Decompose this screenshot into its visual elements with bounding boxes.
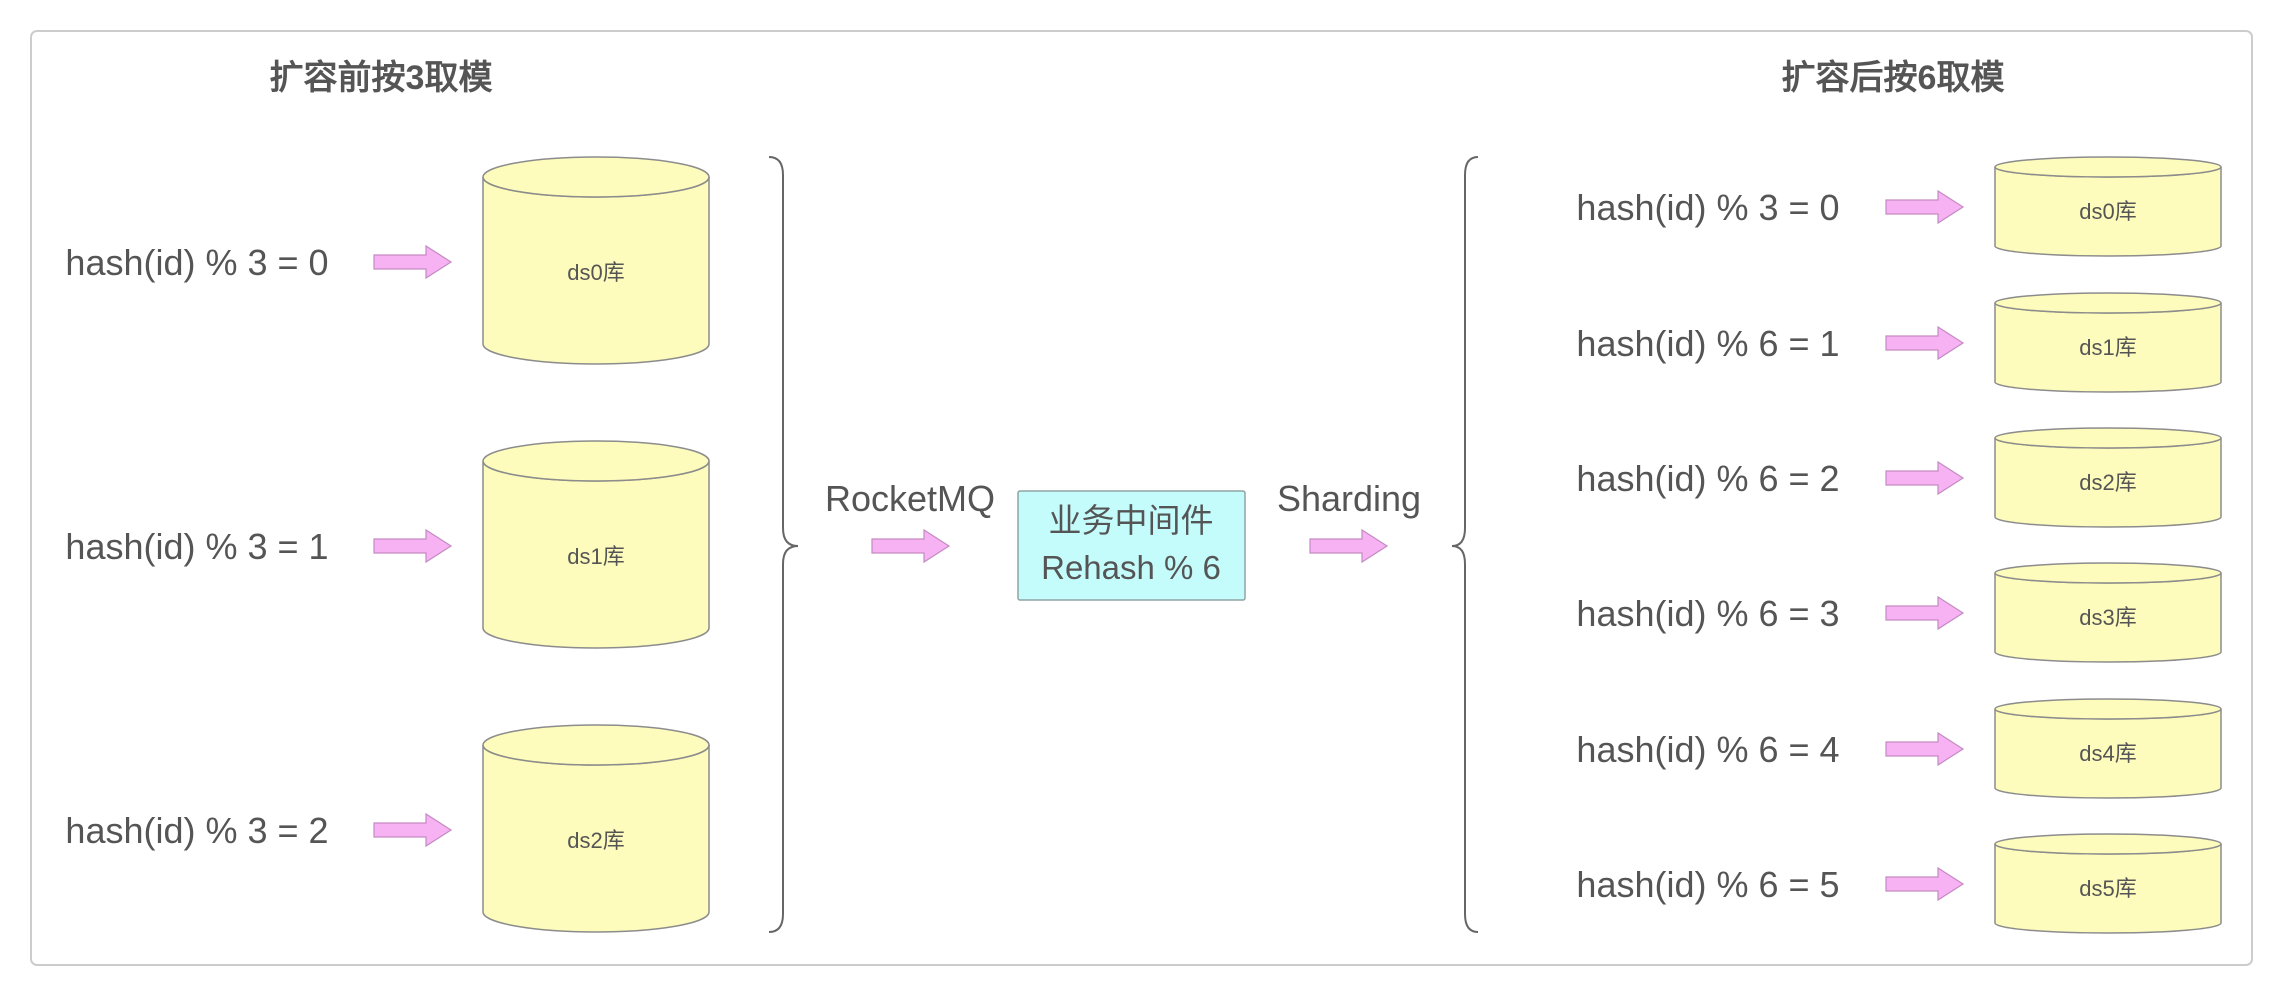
cylinder-top — [482, 440, 710, 482]
after-db-cylinder-5: ds5库 — [1994, 833, 2222, 934]
cylinder-top — [1994, 156, 2222, 178]
before-db-cylinder-1: ds1库 — [482, 440, 710, 649]
after-db-cylinder-4: ds4库 — [1994, 698, 2222, 799]
sharding-arrow — [1309, 528, 1389, 564]
cylinder-top — [1994, 833, 2222, 855]
after-rule-1: hash(id) % 6 = 1 — [1576, 323, 1839, 364]
after-db-label-4: ds4库 — [2079, 741, 2136, 766]
after-db-cylinder-1: ds1库 — [1994, 292, 2222, 393]
before-title: 扩容前按3取模 — [270, 59, 493, 97]
cylinder-top — [1994, 698, 2222, 720]
before-db-cylinder-2: ds2库 — [482, 724, 710, 933]
middleware-box-title: 业务中间件 — [1049, 502, 1214, 539]
after-title: 扩容后按6取模 — [1782, 59, 2005, 97]
before-db-cylinder-0: ds0库 — [482, 156, 710, 365]
after-arrow-3 — [1885, 595, 1965, 631]
cylinder-top — [482, 156, 710, 198]
before-rule-1: hash(id) % 3 = 1 — [65, 526, 328, 567]
after-rule-2: hash(id) % 6 = 2 — [1576, 458, 1839, 499]
after-arrow-0 — [1885, 189, 1965, 225]
after-db-label-3: ds3库 — [2079, 605, 2136, 630]
after-arrow-1 — [1885, 325, 1965, 361]
before-db-label-0: ds0库 — [567, 260, 624, 285]
before-arrow-2 — [373, 812, 453, 848]
middleware-box-rehash: Rehash % 6 — [1041, 549, 1221, 586]
after-rule-0: hash(id) % 3 = 0 — [1576, 187, 1839, 228]
middleware-box-rect — [1017, 490, 1246, 601]
cylinder-top — [1994, 292, 2222, 314]
after-db-label-5: ds5库 — [2079, 876, 2136, 901]
after-db-label-1: ds1库 — [2079, 335, 2136, 360]
cylinder-top — [482, 724, 710, 766]
before-db-label-1: ds1库 — [567, 544, 624, 569]
rocketmq-arrow — [871, 528, 951, 564]
after-db-cylinder-2: ds2库 — [1994, 427, 2222, 528]
before-arrow-1 — [373, 528, 453, 564]
after-db-label-2: ds2库 — [2079, 470, 2136, 495]
after-arrow-5 — [1885, 866, 1965, 902]
cylinder-top — [1994, 562, 2222, 584]
after-rule-4: hash(id) % 6 = 4 — [1576, 729, 1839, 770]
before-rule-0: hash(id) % 3 = 0 — [65, 242, 328, 283]
before-rule-2: hash(id) % 3 = 2 — [65, 810, 328, 851]
after-db-cylinder-3: ds3库 — [1994, 562, 2222, 663]
after-arrow-4 — [1885, 731, 1965, 767]
left-curly-brace — [1451, 156, 1479, 933]
rocketmq-label: RocketMQ — [825, 478, 995, 519]
before-arrow-0 — [373, 244, 453, 280]
after-db-cylinder-0: ds0库 — [1994, 156, 2222, 257]
middleware-box: 业务中间件 Rehash % 6 — [1017, 490, 1246, 601]
before-db-label-2: ds2库 — [567, 828, 624, 853]
after-db-label-0: ds0库 — [2079, 199, 2136, 224]
right-curly-brace — [768, 156, 799, 933]
after-rule-5: hash(id) % 6 = 5 — [1576, 864, 1839, 905]
cylinder-top — [1994, 427, 2222, 449]
after-rule-3: hash(id) % 6 = 3 — [1576, 593, 1839, 634]
sharding-label: Sharding — [1277, 478, 1421, 519]
after-arrow-2 — [1885, 460, 1965, 496]
